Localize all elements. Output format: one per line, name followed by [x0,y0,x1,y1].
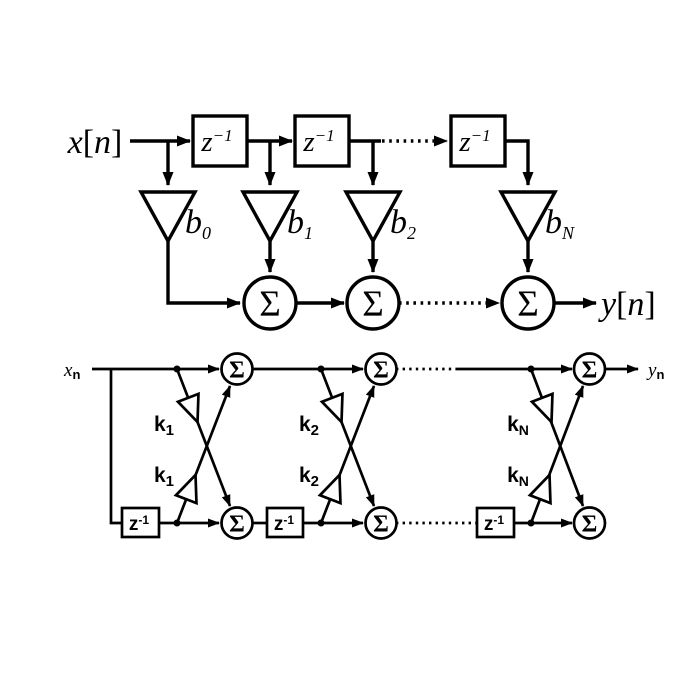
cross-down-arrow [529,368,585,507]
gain-triangle [138,190,198,245]
delay-box [475,506,516,539]
adder-symbol: Σ [373,512,389,538]
junction-dot [317,365,325,373]
lattice-filter-diagram: z-1 z-1 z-1 Σ Σ Σ Σ Σ Σ k1 k1 k2 k2 kN k… [63,352,664,540]
adder-node [345,275,401,331]
junction-dot [317,519,325,527]
gain-label: bN [545,204,575,243]
adder-node [220,352,254,386]
delay-label: z−1 [302,126,334,158]
adder-symbol: Σ [582,512,598,538]
delay-box [449,114,507,168]
cross-down-arrow [175,368,232,507]
delay-box [191,114,249,168]
adder-node [572,352,607,386]
coefficient-label: kN [507,413,529,438]
gain-triangle [498,190,558,245]
gain-label: b1 [287,204,313,243]
delay-label: z-1 [484,513,504,535]
fir-direct-form-diagram: z−1 z−1 z−1 b0 b1 b2 bN Σ Σ Σ x[n] y[n] [67,114,656,331]
coefficient-label: k1 [154,413,174,439]
junction-dot [173,365,181,373]
delay-label: z-1 [129,513,149,535]
coefficient-label: k1 [154,464,174,490]
delay-box [120,506,161,539]
input-label: xn [63,360,80,382]
adder-symbol: Σ [259,284,281,325]
coefficient-triangle [175,391,200,426]
adder-node [500,275,556,331]
delay-label: z−1 [458,126,490,158]
input-feed-line [109,369,122,525]
adder-symbol: Σ [362,284,384,325]
coefficient-triangle [527,471,552,506]
coefficient-label: kN [507,464,529,489]
coefficient-label: k2 [299,464,319,490]
adder-symbol: Σ [582,358,598,384]
adder-symbol: Σ [373,358,389,384]
output-label: yn [646,360,664,382]
coefficient-label: k2 [299,413,319,439]
output-label: y[n] [598,286,656,323]
coefficient-triangle [173,471,198,506]
gain-label: b0 [185,204,211,243]
delay-label: z−1 [200,126,232,158]
cross-down-arrow [319,368,376,507]
junction-dot [527,365,535,373]
adder-symbol: Σ [517,284,539,325]
delay-box [265,506,305,539]
adder-node [242,275,298,331]
junction-dot [173,519,181,527]
adder-symbol: Σ [229,358,245,384]
delay-label: z-1 [274,513,294,535]
coefficient-triangle [317,471,342,506]
gain-triangle [240,190,300,245]
junction-dot [527,519,535,527]
gain-label: b2 [390,204,416,243]
adder-node [572,506,607,540]
delay-box [293,114,351,168]
coefficient-triangle [529,391,554,426]
adder-node [220,506,254,540]
gain-output-arrow [166,241,241,309]
delay-output-arrow [505,139,534,186]
coefficient-triangle [319,391,344,426]
adder-symbol: Σ [229,512,245,538]
adder-node [364,506,398,540]
adder-node [364,352,398,386]
gain-triangle [343,190,403,245]
input-label: x[n] [67,124,123,161]
